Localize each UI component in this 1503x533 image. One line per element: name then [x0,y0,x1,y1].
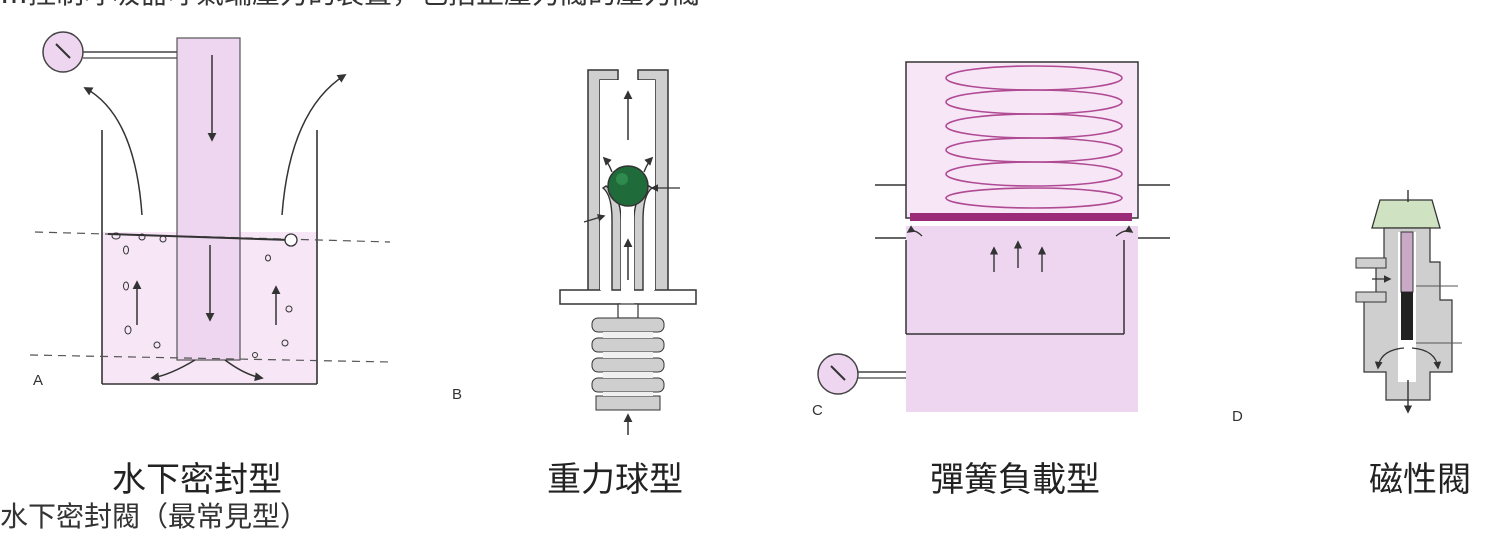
caption-spring-loaded: 彈簧負載型 [930,460,1100,500]
inlet-neck [617,303,639,319]
inlet-tube [176,37,241,361]
caption-gravity-ball: 重力球型 [547,460,683,500]
green-cap [1371,199,1441,229]
spring-coil [945,65,1123,209]
caption-magnetic-valve: 磁性閥 [1369,460,1471,500]
header-text-fragment: …控制呼吸器呼氣端壓力的裝置，包括正壓力閥的壓力閥 [0,0,700,8]
magnet-tip [1401,292,1413,340]
bubble [284,233,298,247]
lower-chamber [906,226,1138,412]
caption-water-seal: 水下密封型 [112,460,282,500]
diaphragm-plate [910,213,1132,221]
footer-text-fragment: 水下密封閥（最常見型） [0,500,309,533]
inner-seat [601,185,622,291]
panel-a-water-seal-valve [29,31,391,385]
peep-valve-diagram [29,31,1462,435]
panel-c-spring-loaded-valve [817,61,1170,412]
magnet-core [1400,231,1414,293]
corrugated-hose [591,317,665,411]
panel-label-c: C [812,402,823,419]
tube-bottom-line [29,354,391,363]
panel-label-a: A [33,372,44,389]
green-ball [607,165,649,207]
panel-label-b: B [452,386,463,403]
panel-label-d: D [1232,408,1243,425]
panel-d-magnetic-valve [1355,190,1462,414]
water-level-line [34,231,391,243]
panel-b-gravity-ball-valve [559,69,697,435]
